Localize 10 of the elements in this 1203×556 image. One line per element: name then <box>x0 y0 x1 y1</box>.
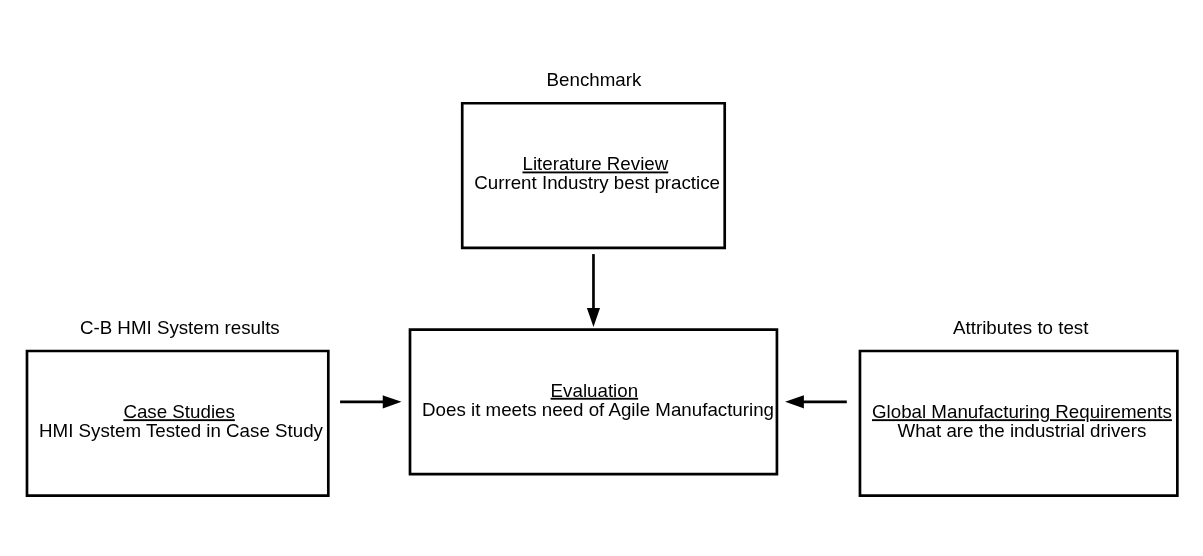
node-box: Global Manufacturing Requirements What are the industrial drivers <box>858 349 1179 497</box>
node-label: Attributes to test <box>953 316 1089 338</box>
arrow <box>785 395 847 409</box>
arrow <box>340 395 402 409</box>
node-box: Case Studies HMI System Tested in Case Study <box>25 349 330 497</box>
node-label: Benchmark <box>546 69 642 91</box>
node-box: Evaluation Does it meets need of Agile Manufacturing <box>408 328 779 476</box>
node-box: Literature Review Current Industry best practice <box>460 101 727 250</box>
arrow <box>586 254 601 327</box>
node-label: C-B HMI System results <box>79 316 280 338</box>
